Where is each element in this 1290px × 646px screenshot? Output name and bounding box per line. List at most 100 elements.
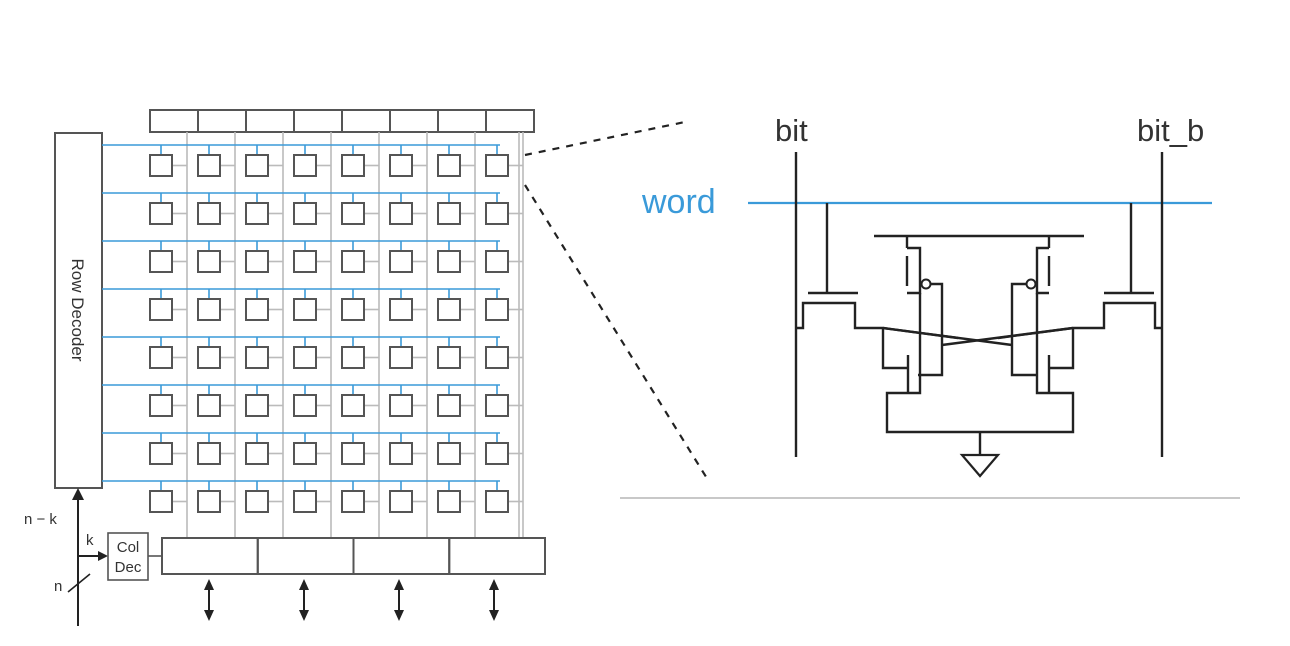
precharge-cell (149, 109, 199, 133)
memory-cell (149, 490, 173, 513)
column-mux-cell (352, 537, 451, 575)
memory-cell (149, 442, 173, 465)
memory-cell (149, 250, 173, 273)
memory-cell (341, 202, 365, 225)
memory-cell (341, 490, 365, 513)
n-label: n (54, 578, 62, 595)
ground-symbol-icon (959, 432, 1001, 478)
io-arrow-up-icon (299, 579, 309, 590)
precharge-cell (197, 109, 247, 133)
row-address-arrow-icon (72, 488, 84, 500)
memory-cell (149, 394, 173, 417)
memory-cell (245, 490, 269, 513)
bit-b-label: bit_b (1137, 113, 1204, 148)
precharge-row (149, 109, 535, 133)
column-mux-row (161, 537, 546, 575)
memory-cell (437, 298, 461, 321)
memory-cell (197, 154, 221, 177)
io-arrows (204, 579, 499, 621)
memory-cell (293, 250, 317, 273)
memory-cell (197, 298, 221, 321)
column-mux-cell (256, 537, 355, 575)
memory-cell (149, 202, 173, 225)
memory-cell (485, 490, 509, 513)
memory-cell (437, 490, 461, 513)
memory-cell (245, 154, 269, 177)
zoom-line-top (524, 120, 686, 157)
precharge-cell (485, 109, 535, 133)
memory-cell (341, 442, 365, 465)
bitlines (186, 132, 524, 538)
memory-cell (293, 298, 317, 321)
memory-cell (293, 346, 317, 369)
memory-cell (389, 202, 413, 225)
precharge-cell (389, 109, 439, 133)
memory-cell (389, 298, 413, 321)
memory-cell (437, 250, 461, 273)
io-arrow-up-icon (489, 579, 499, 590)
memory-cell (245, 298, 269, 321)
memory-cell (437, 442, 461, 465)
memory-cell (245, 346, 269, 369)
io-arrow-down-icon (489, 610, 499, 621)
memory-cell (437, 346, 461, 369)
memory-cell (149, 154, 173, 177)
memory-cell (341, 346, 365, 369)
io-arrow-down-icon (299, 610, 309, 621)
right-inverter (997, 246, 1075, 394)
n-minus-k-label: n − k (24, 511, 57, 528)
precharge-cell (245, 109, 295, 133)
memory-cell (485, 346, 509, 369)
memory-cell (197, 250, 221, 273)
row-decoder-block (54, 132, 103, 489)
memory-cell (245, 202, 269, 225)
memory-cell (245, 442, 269, 465)
io-arrow-down-icon (204, 610, 214, 621)
memory-cell (389, 250, 413, 273)
io-arrow-up-icon (394, 579, 404, 590)
memory-cell (437, 202, 461, 225)
memory-cell (437, 154, 461, 177)
memory-cell (293, 490, 317, 513)
zoom-line-bottom (524, 184, 709, 481)
right-access-transistor (1073, 203, 1162, 330)
memory-cell (485, 202, 509, 225)
memory-cell (389, 490, 413, 513)
memory-cell (341, 394, 365, 417)
memory-cell (485, 394, 509, 417)
precharge-cell (437, 109, 487, 133)
memory-cell (197, 346, 221, 369)
column-mux-cell (161, 537, 259, 575)
memory-cell (485, 154, 509, 177)
memory-cell (485, 298, 509, 321)
wordlines (102, 144, 500, 482)
word-label: word (641, 183, 716, 221)
memory-cell (197, 394, 221, 417)
bit-label: bit (775, 113, 808, 148)
col-decoder-label-line2: Dec (115, 559, 142, 576)
memory-cell (389, 154, 413, 177)
memory-cell (293, 394, 317, 417)
col-decoder-label-line1: Col (117, 539, 140, 556)
memory-cell (197, 202, 221, 225)
memory-cell (389, 394, 413, 417)
precharge-cell (341, 109, 391, 133)
io-arrow-up-icon (204, 579, 214, 590)
memory-cell (341, 250, 365, 273)
memory-cell (341, 154, 365, 177)
cross-coupling-a (882, 326, 1013, 347)
cross-coupling-b (941, 326, 1074, 347)
memory-cell (245, 250, 269, 273)
bus-slash (67, 573, 91, 593)
memory-cell (341, 298, 365, 321)
memory-cell (485, 442, 509, 465)
column-mux-cell (448, 537, 546, 575)
memory-cell (293, 202, 317, 225)
precharge-cell (293, 109, 343, 133)
memory-cell (389, 346, 413, 369)
memory-cell (293, 154, 317, 177)
memory-cell (149, 298, 173, 321)
row-decoder-label: Row Decoder (68, 259, 87, 362)
memory-cell (197, 490, 221, 513)
memory-cell (293, 442, 317, 465)
